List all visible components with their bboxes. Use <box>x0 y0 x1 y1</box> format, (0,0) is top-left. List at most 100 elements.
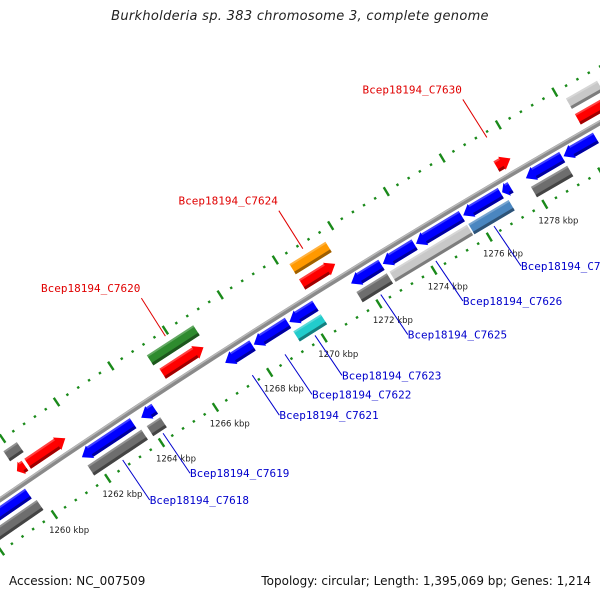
major-tick <box>161 325 170 335</box>
minor-tick <box>152 335 157 339</box>
gene-steelblue-box <box>468 200 515 235</box>
minor-tick <box>429 163 433 167</box>
major-tick <box>211 402 220 413</box>
gene-shading <box>23 468 29 473</box>
gene-label[interactable]: Bcep18194_C7627 <box>521 260 600 273</box>
gene-highlight <box>356 273 388 294</box>
gene-label[interactable]: Bcep18194_C7625 <box>408 329 507 342</box>
gene-label[interactable]: Bcep18194_C7618 <box>150 494 249 507</box>
leader-line <box>122 459 151 501</box>
gene-shading <box>535 173 574 198</box>
gene-blue-arrow <box>289 300 319 324</box>
gene-highlight <box>468 187 499 207</box>
tick-label: 1278 kbp <box>538 217 578 227</box>
minor-tick <box>530 103 534 107</box>
major-tick <box>597 167 600 174</box>
major-tick <box>541 199 549 210</box>
gene-shading <box>498 165 506 172</box>
gene-shading <box>151 332 200 366</box>
gene-highlight <box>493 158 500 164</box>
minor-tick <box>11 429 15 433</box>
minor-tick <box>289 356 294 361</box>
minor-tick <box>509 222 514 226</box>
minor-tick <box>454 255 458 259</box>
gene-shading <box>263 325 292 345</box>
gene-shading <box>472 207 515 235</box>
minor-tick <box>87 378 91 382</box>
gene-label[interactable]: Bcep18194_C7622 <box>312 388 411 401</box>
major-tick <box>438 153 446 163</box>
minor-tick <box>465 248 469 252</box>
minor-tick <box>507 116 512 120</box>
minor-tick <box>224 398 228 402</box>
major-tick <box>494 119 502 130</box>
major-tick <box>107 361 115 371</box>
gene-highlight <box>86 418 131 449</box>
gene-shading <box>392 247 418 264</box>
major-tick <box>50 509 59 520</box>
major-tick <box>157 437 166 448</box>
gene-highlight <box>294 300 314 314</box>
tick-label: 1270 kbp <box>318 350 358 360</box>
gene-lightgrey-box <box>565 80 600 109</box>
gene-shading <box>361 281 393 303</box>
gene-grey-box <box>356 273 393 303</box>
map-title: Burkholderia sp. 383 chromosome 3, compl… <box>111 9 489 24</box>
tick-label: 1274 kbp <box>428 283 468 293</box>
tick-label: 1260 kbp <box>49 526 89 536</box>
gene-green-box <box>146 325 200 366</box>
minor-tick <box>587 176 592 181</box>
gene-label[interactable]: Bcep18194_C7623 <box>342 369 441 382</box>
gene-highlight <box>504 182 509 186</box>
minor-tick <box>565 189 569 193</box>
gene-label[interactable]: Bcep18194_C7619 <box>190 467 289 480</box>
major-tick <box>320 333 328 343</box>
gene-shading <box>150 411 158 418</box>
minor-tick <box>366 309 370 313</box>
minor-tick <box>284 251 289 255</box>
minor-tick <box>74 498 78 502</box>
minor-tick <box>333 329 337 333</box>
gene-shading <box>579 110 600 125</box>
gene-highlight <box>468 200 510 226</box>
gene-label[interactable]: Bcep18194_C7620 <box>41 282 140 295</box>
minor-tick <box>474 136 478 140</box>
gene-shading <box>151 424 167 437</box>
gene-features <box>0 78 600 540</box>
major-tick <box>216 290 224 300</box>
minor-tick <box>344 322 348 326</box>
gene-highlight <box>87 429 143 468</box>
minor-tick <box>410 282 414 286</box>
gene-highlight <box>159 347 194 371</box>
minor-tick <box>185 314 189 318</box>
gene-blue-arrow <box>563 132 599 158</box>
gene-highlight <box>24 438 55 461</box>
gene-shading <box>298 321 328 342</box>
minor-tick <box>246 384 250 388</box>
minor-tick <box>395 183 400 187</box>
gene-highlight <box>531 151 561 170</box>
gene-red-arrow <box>159 346 204 379</box>
gene-grey-box <box>87 429 148 476</box>
gene-label[interactable]: Bcep18194_C7626 <box>463 295 562 308</box>
minor-tick <box>340 217 344 221</box>
gene-label[interactable]: Bcep18194_C7630 <box>362 83 461 96</box>
minor-tick <box>317 230 322 235</box>
gene-highlight <box>389 224 468 274</box>
minor-tick <box>84 491 89 495</box>
gene-label[interactable]: Bcep18194_C7624 <box>178 195 278 208</box>
major-tick <box>0 433 7 444</box>
minor-tick <box>207 300 211 304</box>
gene-shading <box>535 159 566 179</box>
gene-label[interactable]: Bcep18194_C7621 <box>279 409 378 422</box>
minor-tick <box>541 97 546 101</box>
gene-blue-arrow <box>253 317 292 346</box>
gene-highlight <box>18 460 23 465</box>
minor-tick <box>262 265 266 269</box>
gene-red-arrow <box>16 460 29 474</box>
major-tick <box>382 186 390 197</box>
gene-highlight <box>569 132 594 148</box>
minor-tick <box>587 71 591 75</box>
